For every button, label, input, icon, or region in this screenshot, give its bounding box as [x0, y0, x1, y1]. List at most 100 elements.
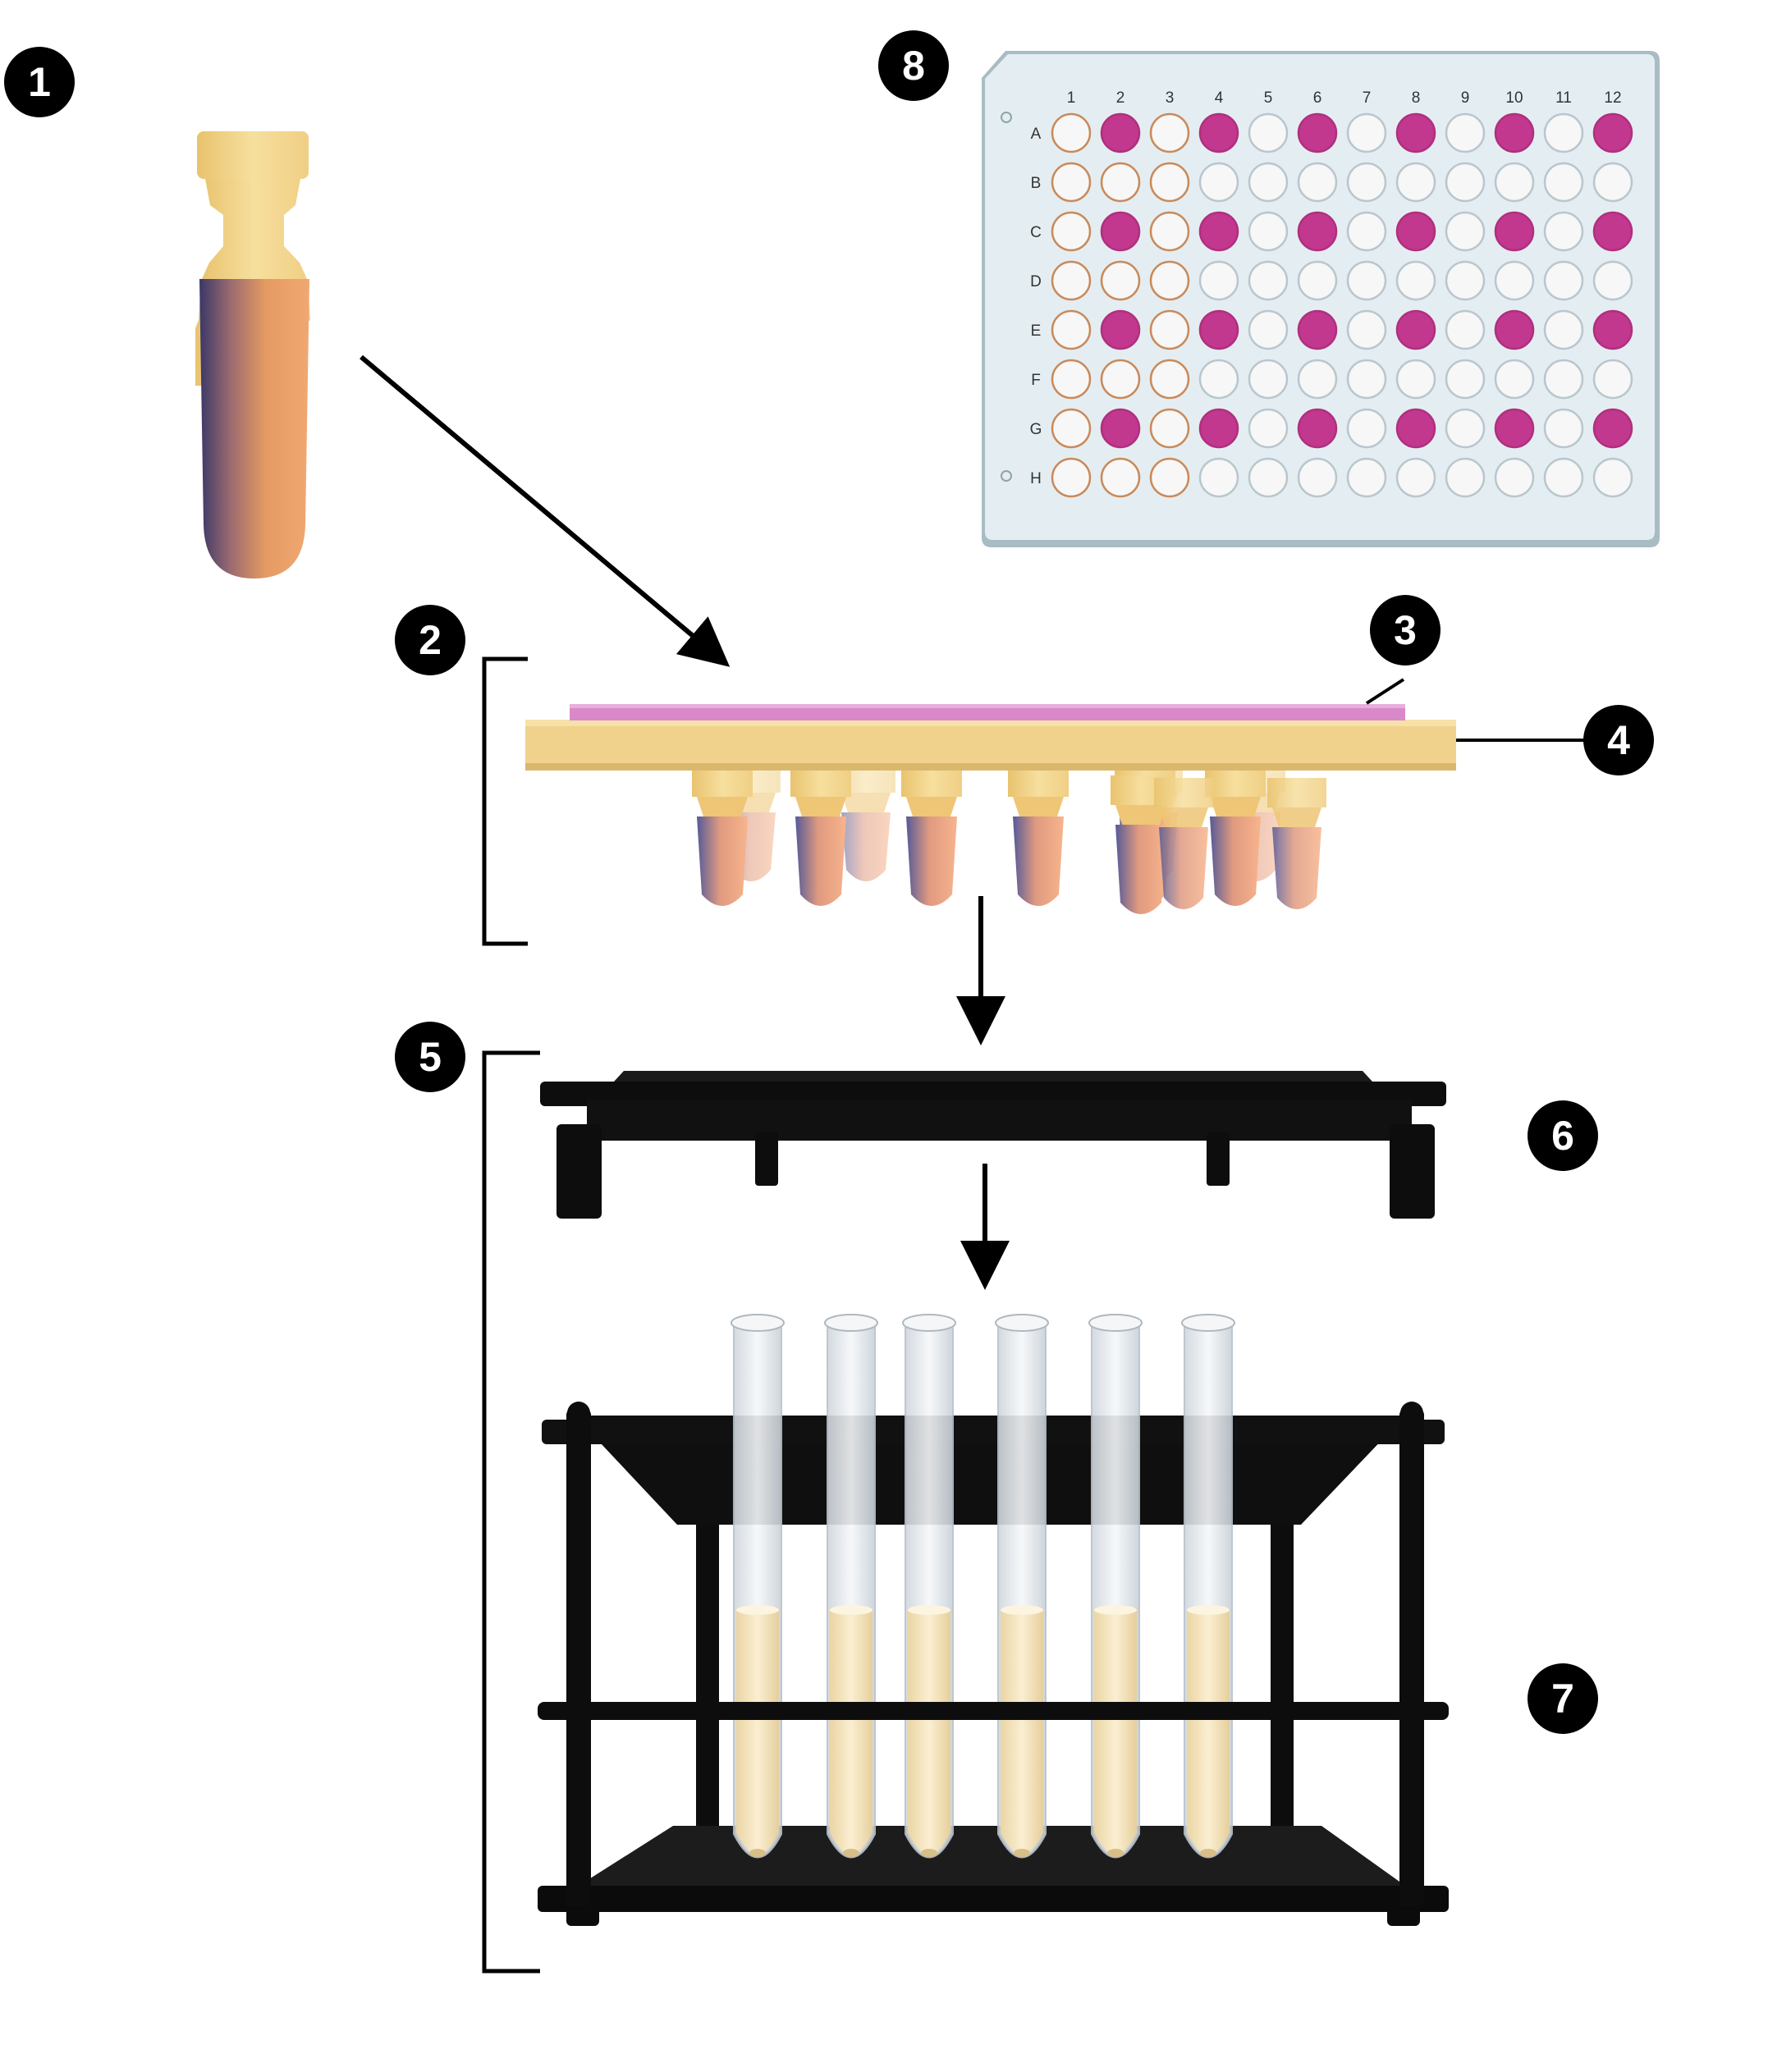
badge-number: 6 [1551, 1113, 1574, 1159]
well-empty [1248, 260, 1289, 301]
well-filled [1198, 309, 1239, 350]
well-empty [1543, 260, 1584, 301]
well-empty [1494, 359, 1535, 400]
liquid [830, 1608, 873, 1855]
plate-row-label: H [1030, 470, 1042, 487]
liquid [1001, 1608, 1043, 1855]
well-filled [1395, 309, 1436, 350]
well-empty [1051, 260, 1092, 301]
badge-circle [878, 30, 949, 101]
rack-lid [540, 1071, 1446, 1219]
pellet [1107, 1849, 1124, 1857]
badge-number: 3 [1394, 607, 1417, 653]
well-empty [1346, 260, 1387, 301]
test-tube [824, 1314, 878, 1859]
step-badge-2: 2 [395, 605, 465, 675]
liquid-surface [1187, 1605, 1230, 1615]
well-empty [1346, 457, 1387, 498]
badge-number: 4 [1607, 717, 1630, 763]
liquid [908, 1608, 950, 1855]
arrow-tube-to-tray [360, 354, 731, 667]
well-empty [1051, 162, 1092, 203]
well-empty [1149, 309, 1190, 350]
well-empty [1346, 112, 1387, 153]
pellet [1014, 1849, 1030, 1857]
well-empty [1149, 408, 1190, 449]
well-empty [1149, 162, 1190, 203]
well-filled [1100, 211, 1141, 252]
liquid-surface [736, 1605, 779, 1615]
plate-column-label: 9 [1461, 89, 1470, 107]
plate-column-label: 8 [1412, 89, 1421, 107]
well-empty [1445, 457, 1486, 498]
plate-column-label: 1 [1067, 89, 1076, 107]
badge-circle [395, 605, 465, 675]
test-tube [1181, 1314, 1235, 1859]
well-empty [1149, 260, 1190, 301]
well-empty [1543, 162, 1584, 203]
well-empty [1395, 162, 1436, 203]
plate-column-label: 5 [1264, 89, 1273, 107]
well-filled [1592, 408, 1633, 449]
well-empty [1445, 112, 1486, 153]
plate-row-label: G [1030, 421, 1042, 438]
well-empty [1297, 260, 1338, 301]
well-empty [1100, 260, 1141, 301]
well-empty [1149, 211, 1190, 252]
well-empty [1149, 457, 1190, 498]
well-empty [1346, 162, 1387, 203]
well-empty [1346, 359, 1387, 400]
badge-number: 8 [902, 43, 925, 89]
well-empty [1248, 309, 1289, 350]
well-empty [1297, 162, 1338, 203]
badge-number: 2 [419, 617, 442, 663]
well-filled [1100, 408, 1141, 449]
badge-number: 5 [419, 1034, 442, 1080]
badge-circle [395, 1022, 465, 1092]
well-empty [1395, 260, 1436, 301]
well-empty [1346, 408, 1387, 449]
well-empty [1051, 309, 1092, 350]
well-filled [1297, 112, 1338, 153]
plate-column-label: 4 [1215, 89, 1224, 107]
well-empty [1149, 359, 1190, 400]
test-tube [731, 1314, 785, 1859]
well-empty [1248, 211, 1289, 252]
well-empty [1543, 359, 1584, 400]
well-filled [1297, 309, 1338, 350]
well-empty [1051, 457, 1092, 498]
well-filled [1494, 309, 1535, 350]
well-filled [1100, 309, 1141, 350]
rack-front-frame [538, 1402, 1449, 1906]
well-empty [1100, 162, 1141, 203]
badge-circle [1583, 705, 1654, 775]
well-empty [1248, 359, 1289, 400]
well-empty [1198, 359, 1239, 400]
tube-array [692, 763, 1326, 914]
test-tube [1088, 1314, 1143, 1859]
tube-rack [538, 1416, 1449, 1926]
well-empty [1494, 457, 1535, 498]
well-filled [1395, 112, 1436, 153]
test-tube [995, 1314, 1049, 1859]
well-empty [1445, 260, 1486, 301]
small-tube [1205, 767, 1266, 906]
well-empty [1149, 112, 1190, 153]
badge-number: 7 [1551, 1676, 1574, 1722]
well-empty [1592, 260, 1633, 301]
liquid [736, 1608, 779, 1855]
plate-column-label: 3 [1166, 89, 1175, 107]
badge-circle [1370, 595, 1441, 666]
well-empty [1346, 211, 1387, 252]
well-empty [1543, 112, 1584, 153]
step-badge-3: 3 [1370, 595, 1441, 666]
well-empty [1346, 309, 1387, 350]
plate-column-label: 6 [1313, 89, 1322, 107]
well-empty [1198, 457, 1239, 498]
plate-column-label: 11 [1555, 89, 1572, 107]
well-empty [1494, 162, 1535, 203]
well-empty [1248, 408, 1289, 449]
well-filled [1198, 112, 1239, 153]
